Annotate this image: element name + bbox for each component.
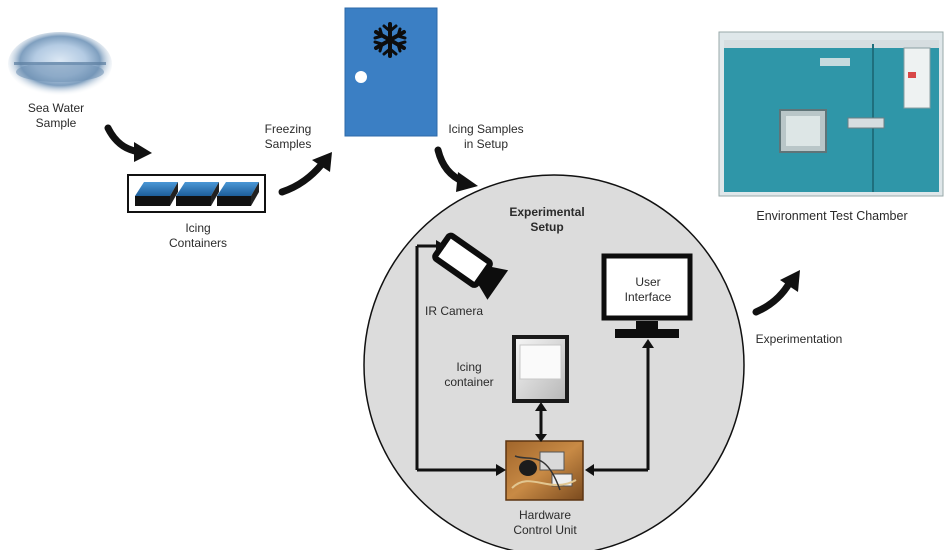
hardware-control-unit-image	[505, 440, 584, 501]
sea-water-image	[8, 32, 112, 96]
sea-water-label: Sea Water Sample	[27, 101, 85, 130]
ir-camera-label: IR Camera	[424, 304, 483, 318]
freezer-image	[344, 7, 438, 137]
icing-container-label: Icing container	[444, 360, 494, 389]
arrow-containers-to-freezer	[278, 160, 326, 196]
monitor-icon	[601, 253, 693, 338]
snowflake-icon	[373, 22, 407, 58]
icing-container-box-image	[512, 335, 569, 403]
icing-containers-label: Icing Containers	[168, 221, 228, 250]
freezing-samples-label: Freezing Samples	[264, 122, 312, 151]
icing-samples-setup-label: Icing Samples in Setup	[448, 122, 524, 151]
freezer-handle	[355, 71, 367, 83]
connection-lines	[415, 244, 650, 472]
environment-test-chamber-label: Environment Test Chamber	[756, 209, 908, 223]
environment-chamber-image	[718, 31, 944, 197]
arrow-setup-to-chamber	[752, 278, 794, 316]
experimentation-label: Experimentation	[755, 332, 843, 346]
experimental-setup-title: Experimental Setup	[509, 205, 585, 234]
user-interface-label: User Interface	[624, 275, 672, 304]
icing-containers-image	[127, 174, 266, 213]
hardware-control-unit-label: Hardware Control Unit	[513, 508, 577, 537]
